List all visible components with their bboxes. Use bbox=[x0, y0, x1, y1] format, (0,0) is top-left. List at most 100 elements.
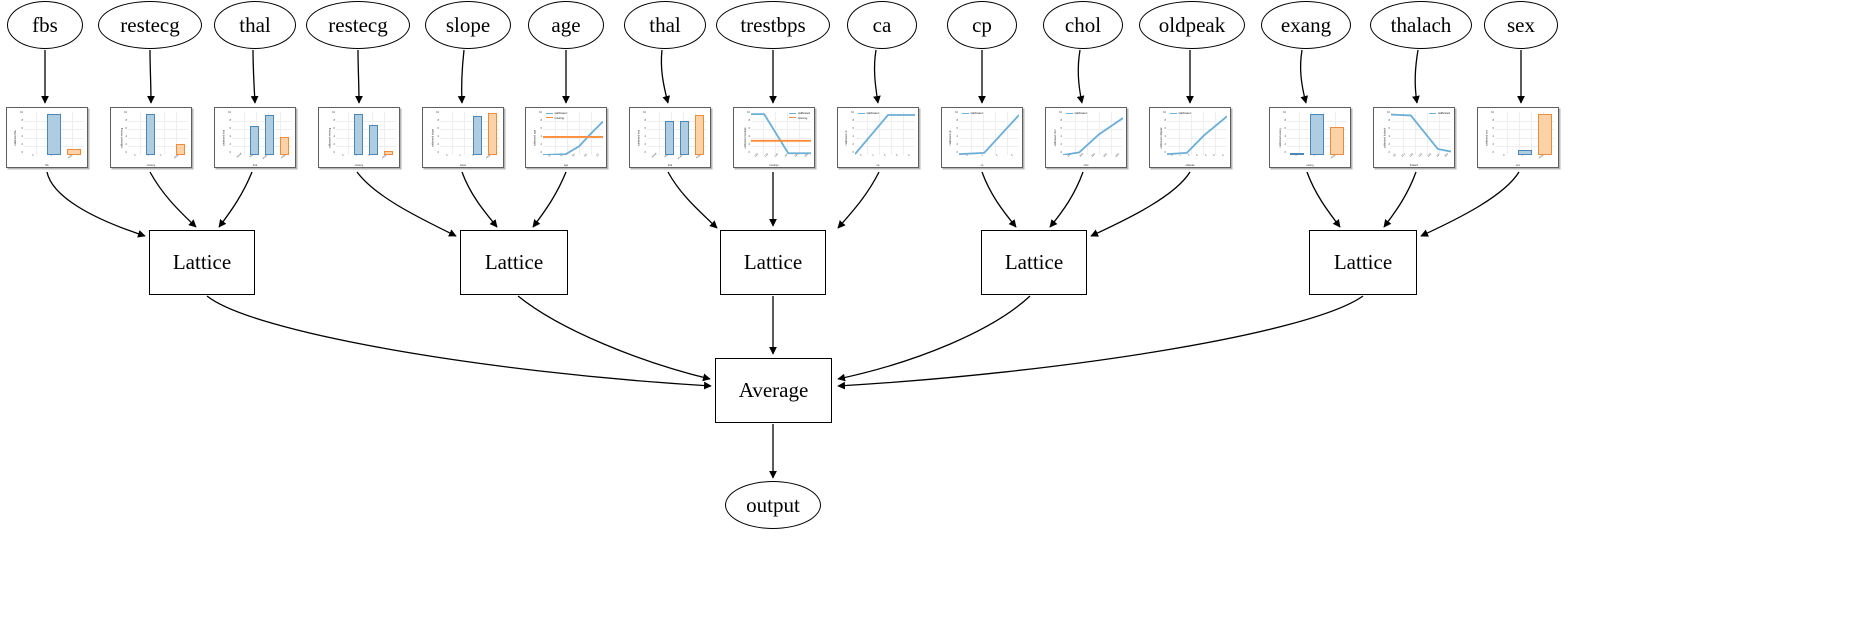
y-tick: 4 bbox=[437, 135, 439, 139]
y-tick: 8 bbox=[21, 119, 23, 123]
bar-missing-missing bbox=[279, 137, 290, 155]
input-node-trestbps-7[interactable]: trestbps bbox=[716, 1, 830, 49]
input-node-age-5[interactable]: age bbox=[528, 1, 604, 49]
edge-input-to-plot bbox=[355, 49, 363, 104]
input-node-cp-9[interactable]: cp bbox=[947, 1, 1017, 49]
gridline-v bbox=[1519, 112, 1520, 155]
lattice-node-4[interactable]: Lattice bbox=[1309, 230, 1417, 295]
input-node-thal-2[interactable]: thal bbox=[214, 1, 296, 49]
gridline-v bbox=[348, 112, 349, 155]
average-node[interactable]: Average bbox=[715, 358, 832, 423]
plot-x-axis-label: sex bbox=[1515, 164, 1521, 167]
plot-legend: calibrated bbox=[1429, 111, 1450, 116]
legend-swatch-calibrated bbox=[1066, 112, 1073, 114]
input-node-thalach-13[interactable]: thalach bbox=[1370, 1, 1472, 49]
lattice-node-label: Lattice bbox=[484, 250, 544, 274]
plot-x-axis-label: oldpeak bbox=[1185, 164, 1195, 167]
legend-label: calibrated bbox=[1074, 111, 1087, 115]
gridline-v bbox=[1439, 112, 1440, 155]
y-tick: 6 bbox=[229, 127, 231, 131]
edge-plot-to-lattice bbox=[1090, 171, 1191, 237]
bar-calibrated-2 bbox=[368, 124, 379, 155]
legend-swatch-missing bbox=[546, 117, 553, 119]
edge-input-to-plot bbox=[873, 49, 881, 104]
lattice-node-3[interactable]: Lattice bbox=[981, 230, 1087, 295]
y-tick: 2 bbox=[1388, 143, 1390, 147]
legend-label: calibrated bbox=[554, 111, 567, 115]
gridline-h bbox=[128, 137, 188, 139]
y-tick: 2 bbox=[229, 143, 231, 147]
line-calibrated bbox=[1063, 118, 1123, 155]
plot-area bbox=[751, 112, 811, 155]
gridline-v bbox=[983, 112, 984, 155]
input-node-ca-8[interactable]: ca bbox=[847, 1, 917, 49]
gridline-h bbox=[336, 146, 396, 147]
gridline-h bbox=[1167, 137, 1227, 139]
plot-x-axis-label: restecg bbox=[354, 164, 364, 167]
input-node-exang-12[interactable]: exang bbox=[1261, 1, 1351, 49]
gridline-v bbox=[1415, 112, 1416, 155]
input-node-slope-4[interactable]: slope bbox=[425, 1, 511, 49]
input-node-chol-10[interactable]: chol bbox=[1043, 1, 1123, 49]
y-tick: 8 bbox=[1164, 119, 1166, 123]
y-tick: 6 bbox=[852, 127, 854, 131]
lattice-node-1[interactable]: Lattice bbox=[460, 230, 568, 295]
y-tick: 0 bbox=[1164, 151, 1166, 155]
plot-area bbox=[232, 112, 292, 155]
gridline-v bbox=[1531, 112, 1532, 155]
edge-plot-to-lattice bbox=[46, 171, 146, 238]
y-tick: 0 bbox=[1492, 151, 1494, 155]
input-node-oldpeak-11[interactable]: oldpeak bbox=[1139, 1, 1245, 49]
legend-swatch-calibrated bbox=[546, 112, 553, 114]
gridline-h bbox=[855, 137, 915, 139]
output-node[interactable]: output bbox=[725, 481, 821, 529]
bar-calibrated-1 bbox=[1518, 149, 1532, 155]
bar-missing-missing bbox=[67, 148, 81, 155]
input-node-label: chol bbox=[1064, 12, 1102, 37]
input-node-fbs-0[interactable]: fbs bbox=[7, 1, 83, 49]
gridline-h bbox=[232, 146, 292, 147]
edge-input-to-plot bbox=[250, 49, 259, 104]
line-calibrated bbox=[959, 115, 1019, 154]
edge-plot-to-lattice bbox=[1049, 171, 1084, 228]
input-node-restecg-1[interactable]: restecg bbox=[98, 1, 202, 49]
gridline-v bbox=[555, 112, 556, 155]
y-tick: 2 bbox=[125, 143, 127, 147]
input-node-restecg-3[interactable]: restecg bbox=[306, 1, 410, 49]
y-tick: 0 bbox=[644, 151, 646, 155]
legend-label: calibrated bbox=[1437, 111, 1450, 115]
plot-area bbox=[1287, 112, 1347, 155]
input-node-sex-14[interactable]: sex bbox=[1484, 1, 1558, 49]
input-node-thal-6[interactable]: thal bbox=[624, 1, 706, 49]
gridline-h bbox=[1167, 129, 1227, 130]
gridline-v bbox=[567, 112, 568, 155]
gridline-v bbox=[799, 112, 800, 155]
y-tick: 6 bbox=[1060, 127, 1062, 131]
lattice-node-0[interactable]: Lattice bbox=[149, 230, 255, 295]
y-tick: 10 bbox=[851, 111, 854, 114]
lattice-node-2[interactable]: Lattice bbox=[720, 230, 826, 295]
y-tick: 2 bbox=[1164, 143, 1166, 147]
gridline-h bbox=[751, 137, 811, 139]
gridline-h bbox=[128, 129, 188, 130]
bar-missing-missing bbox=[487, 113, 498, 155]
lattice-node-label: Lattice bbox=[1333, 250, 1393, 274]
